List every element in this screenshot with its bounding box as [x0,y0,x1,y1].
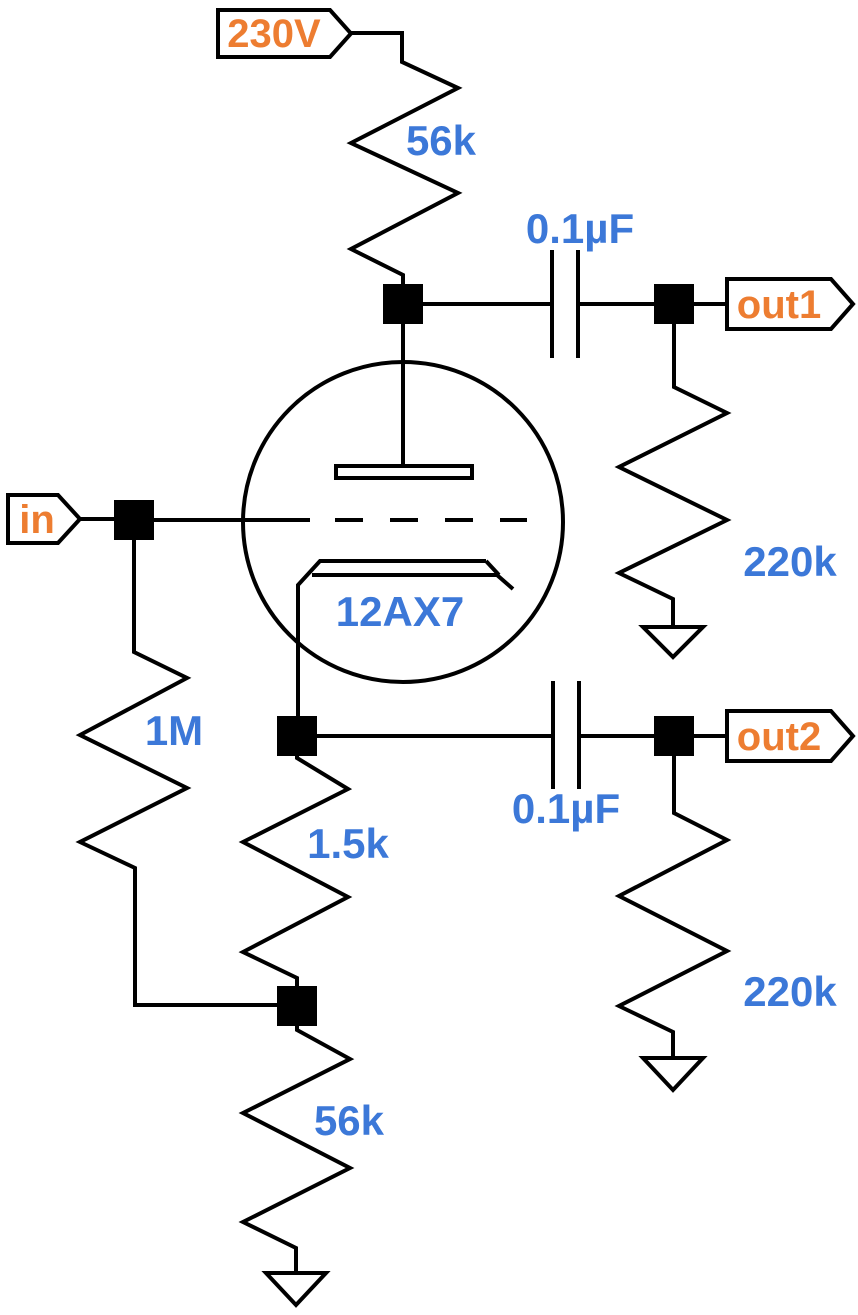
net-tag-out2-label: out2 [737,715,821,759]
junction-plate-node [383,284,423,324]
tube-cathode-right-bend [484,559,501,577]
tube-12ax7: 12AX7 [151,318,565,719]
junction-out1-node [654,284,694,324]
net-tag-out2-outline [725,709,856,763]
net-tag-in-label: in [19,498,55,542]
net-tag-in-outline [6,493,83,545]
grid-resistor-value: 1M [145,707,203,754]
out2-load-resistor-zigzag [614,752,732,1058]
junction-grid-node [114,500,154,540]
grid-resistor-zigzag [75,537,283,1007]
plate-resistor-zigzag [346,31,463,290]
net-tag-230v-label: 230V [227,12,321,56]
junction-tail-node [277,986,317,1026]
tail-resistor-zigzag [238,1020,355,1273]
junction-out2-node [654,716,694,756]
net-tag-out1-label: out1 [737,283,821,327]
cathode-resistor-value: 1.5k [307,820,389,867]
net-tag-out1: out1 [725,277,856,331]
tube-cathode-top [296,559,486,719]
net-tag-out1-outline [725,277,856,331]
plate-resistor-value: 56k [406,117,477,164]
out1-load-resistor-zigzag [614,321,732,627]
coupling-capacitor-2: 0.1µF [512,681,620,832]
junction-cathode-node [277,716,317,756]
net-tag-230v-outline [216,8,354,59]
net-tag-in: in [6,493,83,545]
ground-symbol-out1 [638,625,708,660]
tube-label: 12AX7 [336,588,464,635]
tube-cathode-bottom [312,573,515,591]
out2-load-resistor-value: 220k [743,968,837,1015]
out1-load-resistor-value: 220k [743,538,837,585]
net-tag-out2: out2 [725,709,856,763]
cap1-value: 0.1µF [526,205,634,252]
tail-resistor-value: 56k [314,1097,385,1144]
ground-symbol-tail [261,1271,331,1308]
coupling-capacitor-1: 0.1µF [526,205,634,358]
cathode-resistor-zigzag [238,750,353,992]
tube-plate [334,464,474,480]
net-tag-230v: 230V [216,8,354,59]
ground-symbol-out2 [638,1056,708,1093]
cap2-value: 0.1µF [512,785,620,832]
